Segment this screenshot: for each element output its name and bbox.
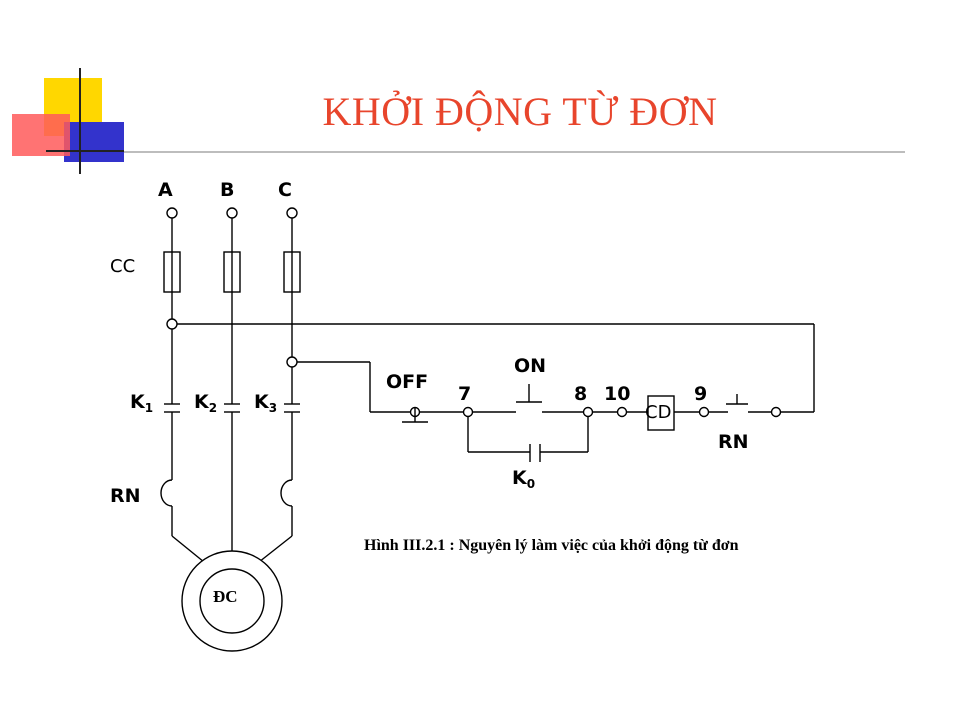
slide-title: KHỞI ĐỘNG TỪ ĐƠN bbox=[322, 89, 718, 134]
thermal-element-c bbox=[280, 479, 293, 507]
decorative-corner-squares bbox=[12, 68, 124, 174]
hold-contact-label: K0 bbox=[512, 467, 535, 491]
node-phase-a bbox=[166, 318, 178, 330]
contactor-label-k2: K2 bbox=[194, 391, 217, 415]
terminal-c bbox=[286, 207, 298, 219]
phase-label-c: C bbox=[278, 179, 292, 201]
off-button-label: OFF bbox=[386, 371, 428, 393]
node-9 bbox=[698, 406, 710, 418]
blue-square bbox=[64, 122, 124, 162]
on-button-label: ON bbox=[514, 355, 546, 377]
node-label-8: 8 bbox=[574, 383, 587, 405]
thermal-element-a bbox=[160, 479, 173, 507]
red-square bbox=[12, 114, 70, 156]
motor-label: ĐC bbox=[213, 587, 238, 606]
terminal-a bbox=[166, 207, 178, 219]
divider-line bbox=[124, 151, 905, 153]
thermal-relay-label: RN bbox=[110, 485, 141, 507]
node-phase-c bbox=[286, 356, 298, 368]
fuse-label: CC bbox=[110, 256, 135, 277]
phase-label-b: B bbox=[220, 179, 234, 201]
node-8 bbox=[582, 406, 594, 418]
contactor-label-k1: K1 bbox=[130, 391, 153, 415]
node-7 bbox=[462, 406, 474, 418]
figure-caption: Hình III.2.1 : Nguyên lý làm việc của kh… bbox=[364, 537, 739, 554]
contactor-coil bbox=[647, 395, 675, 431]
rn-contact-label: RN bbox=[718, 431, 749, 453]
motor-inner bbox=[199, 568, 265, 634]
terminal-b bbox=[226, 207, 238, 219]
contactor-label-k3: K3 bbox=[254, 391, 277, 415]
coil-label: CD bbox=[645, 402, 671, 423]
phase-label-a: A bbox=[158, 179, 173, 201]
node-rn-right bbox=[770, 406, 782, 418]
node-label-9: 9 bbox=[694, 383, 707, 405]
node-10 bbox=[616, 406, 628, 418]
node-label-10: 10 bbox=[604, 383, 630, 405]
node-label-7: 7 bbox=[458, 383, 471, 405]
